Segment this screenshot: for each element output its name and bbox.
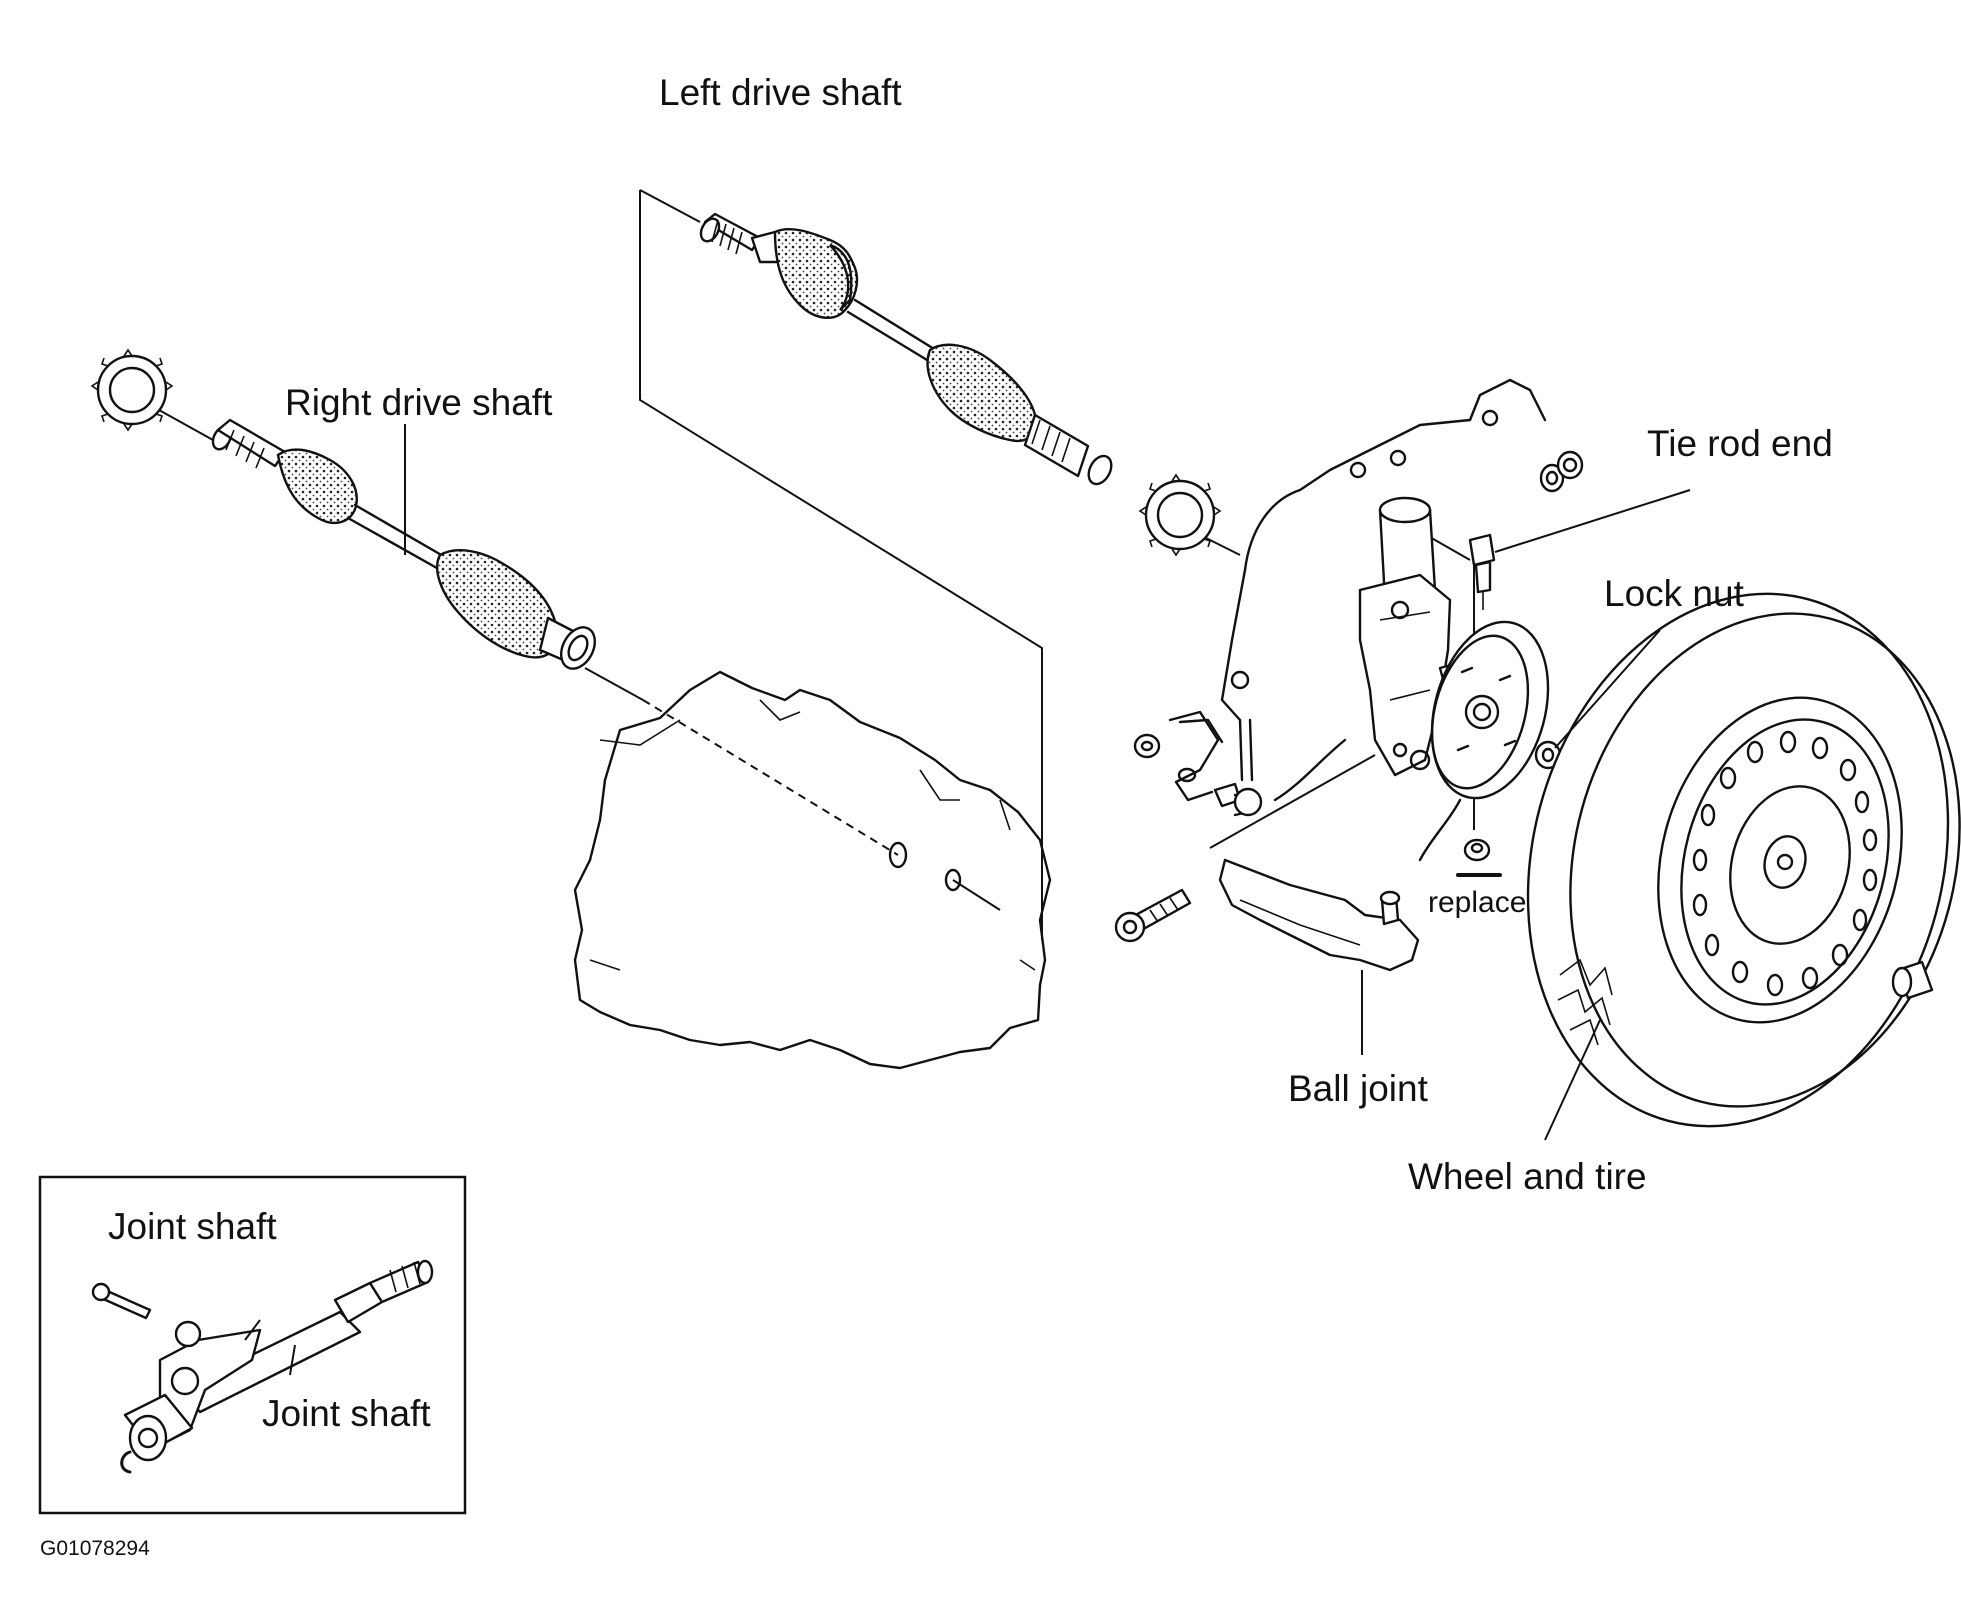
label-wheel-and-tire: Wheel and tire [1408,1156,1647,1197]
circlip-left [1138,473,1222,557]
knuckle-bolt [1114,888,1192,943]
steering-knuckle [1220,378,1547,862]
label-left-drive-shaft: Left drive shaft [659,72,902,113]
circlip-right [90,348,174,432]
label-replace: replace [1428,886,1527,919]
inset-title: Joint shaft [108,1206,277,1247]
label-leaders [404,424,1691,1141]
wheel-hub-disc [1430,620,1550,800]
right-drive-shaft [211,418,596,670]
joint-shaft-inset [38,1175,467,1515]
tie-rod-nut [1539,450,1584,493]
transaxle-outline [573,670,1052,1070]
ball-joint-nut [1456,838,1502,877]
rim-vent-holes [1692,730,1878,997]
left-drive-shaft [699,212,1113,486]
label-lock-nut: Lock nut [1604,573,1744,614]
stabilizer-link [1133,710,1263,817]
label-tie-rod-end: Tie rod end [1647,423,1833,464]
lower-control-arm [1218,858,1420,972]
wheel-and-tire [1526,592,1961,1128]
inset-label-joint-shaft: Joint shaft [262,1393,431,1434]
tie-rod-end [1468,533,1496,610]
wheel-lug-nut [1891,960,1934,1000]
figure-code: G01078294 [40,1537,150,1560]
label-ball-joint: Ball joint [1288,1068,1428,1109]
label-right-drive-shaft: Right drive shaft [285,382,553,423]
